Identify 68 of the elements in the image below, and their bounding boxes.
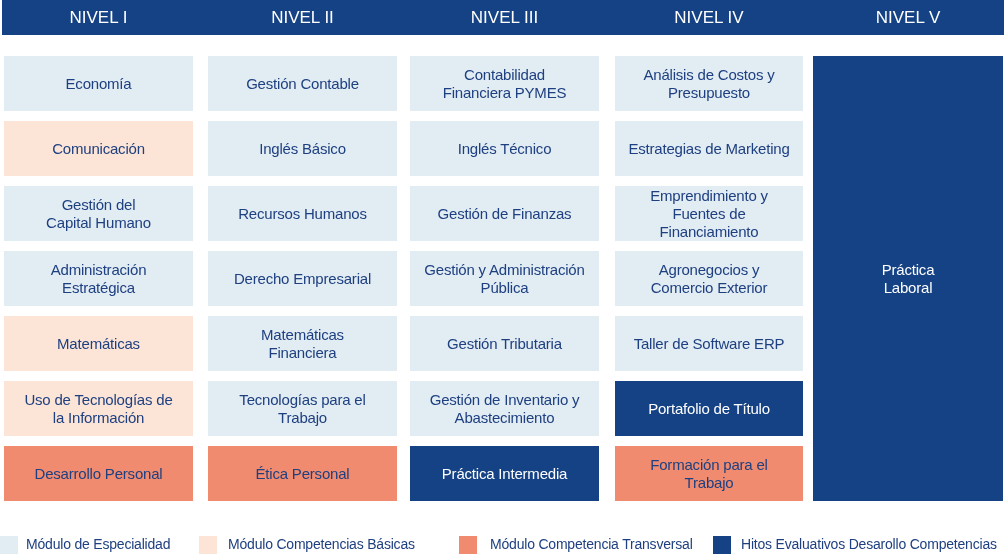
level-heading: NIVEL I <box>69 7 128 28</box>
module-box <box>208 186 397 241</box>
module-box <box>208 251 397 306</box>
module-box <box>4 316 193 371</box>
module-label: Gestión y Administración Pública <box>423 260 586 297</box>
module-box <box>615 251 803 306</box>
module-box <box>410 56 599 111</box>
module-label: Estrategias de Marketing <box>628 139 790 158</box>
module-label: Práctica Laboral <box>880 260 936 297</box>
module-box <box>208 121 397 176</box>
module-box <box>208 446 397 501</box>
module-box <box>4 251 193 306</box>
module-box <box>410 316 599 371</box>
module-box <box>615 121 803 176</box>
module-box <box>410 381 599 436</box>
module-label: Uso de Tecnologías de la Información <box>23 390 174 427</box>
module-label: Análisis de Costos y Presupuesto <box>642 65 776 102</box>
module-box <box>615 56 803 111</box>
module-box <box>4 381 193 436</box>
module-label: Tecnologías para el Trabajo <box>238 390 367 427</box>
module-box <box>208 316 397 371</box>
legend-label: Hitos Evaluativos Desarollo Competencias <box>741 535 997 553</box>
module-box <box>813 56 1003 501</box>
module-label: Emprendimiento y Fuentes de Financiamiento <box>649 186 769 241</box>
module-label: Gestión de Finanzas <box>437 204 572 223</box>
module-box <box>4 186 193 241</box>
module-label: Gestión de Inventario y Abastecimiento <box>428 390 581 427</box>
module-label: Inglés Básico <box>259 139 346 158</box>
module-box <box>410 121 599 176</box>
module-box <box>615 316 803 371</box>
module-box <box>4 56 193 111</box>
module-box <box>615 446 803 501</box>
module-label: Agronegocios y Comercio Exterior <box>649 260 769 297</box>
module-label: Gestión del Capital Humano <box>45 195 152 232</box>
legend-label: Módulo Competencias Básicas <box>228 535 415 553</box>
module-label: Matemáticas <box>57 334 140 353</box>
module-label: Ética Personal <box>255 464 350 483</box>
module-label: Desarrollo Personal <box>34 464 163 483</box>
module-label: Gestión Contable <box>246 74 359 93</box>
header-band <box>2 0 1004 35</box>
module-label: Administración Estratégica <box>49 260 148 297</box>
module-label: Comunicación <box>52 139 145 158</box>
module-box <box>208 381 397 436</box>
module-box <box>410 446 599 501</box>
module-label: Contabilidad Financiera PYMES <box>441 65 568 102</box>
legend-label: Módulo de Especialidad <box>26 535 171 553</box>
module-label: Portafolio de Título <box>648 399 770 418</box>
module-box <box>4 121 193 176</box>
module-label: Formación para el Trabajo <box>649 455 769 492</box>
legend-label: Módulo Competencia Transversal <box>490 535 693 553</box>
level-heading: NIVEL V <box>875 7 941 28</box>
module-label: Inglés Técnico <box>457 139 552 158</box>
module-box <box>4 446 193 501</box>
module-label: Taller de Software ERP <box>633 334 785 353</box>
level-heading: NIVEL III <box>470 7 539 28</box>
module-box <box>410 186 599 241</box>
level-heading: NIVEL IV <box>674 7 744 28</box>
module-label: Matemáticas Financiera <box>260 325 345 362</box>
level-heading: NIVEL II <box>271 7 334 28</box>
module-box <box>410 251 599 306</box>
module-box <box>615 186 803 241</box>
module-label: Práctica Intermedia <box>441 464 568 483</box>
module-label: Economía <box>65 74 132 93</box>
module-box <box>615 381 803 436</box>
module-label: Gestión Tributaria <box>447 334 562 353</box>
module-box <box>208 56 397 111</box>
module-label: Derecho Empresarial <box>233 269 372 288</box>
module-label: Recursos Humanos <box>238 204 367 223</box>
